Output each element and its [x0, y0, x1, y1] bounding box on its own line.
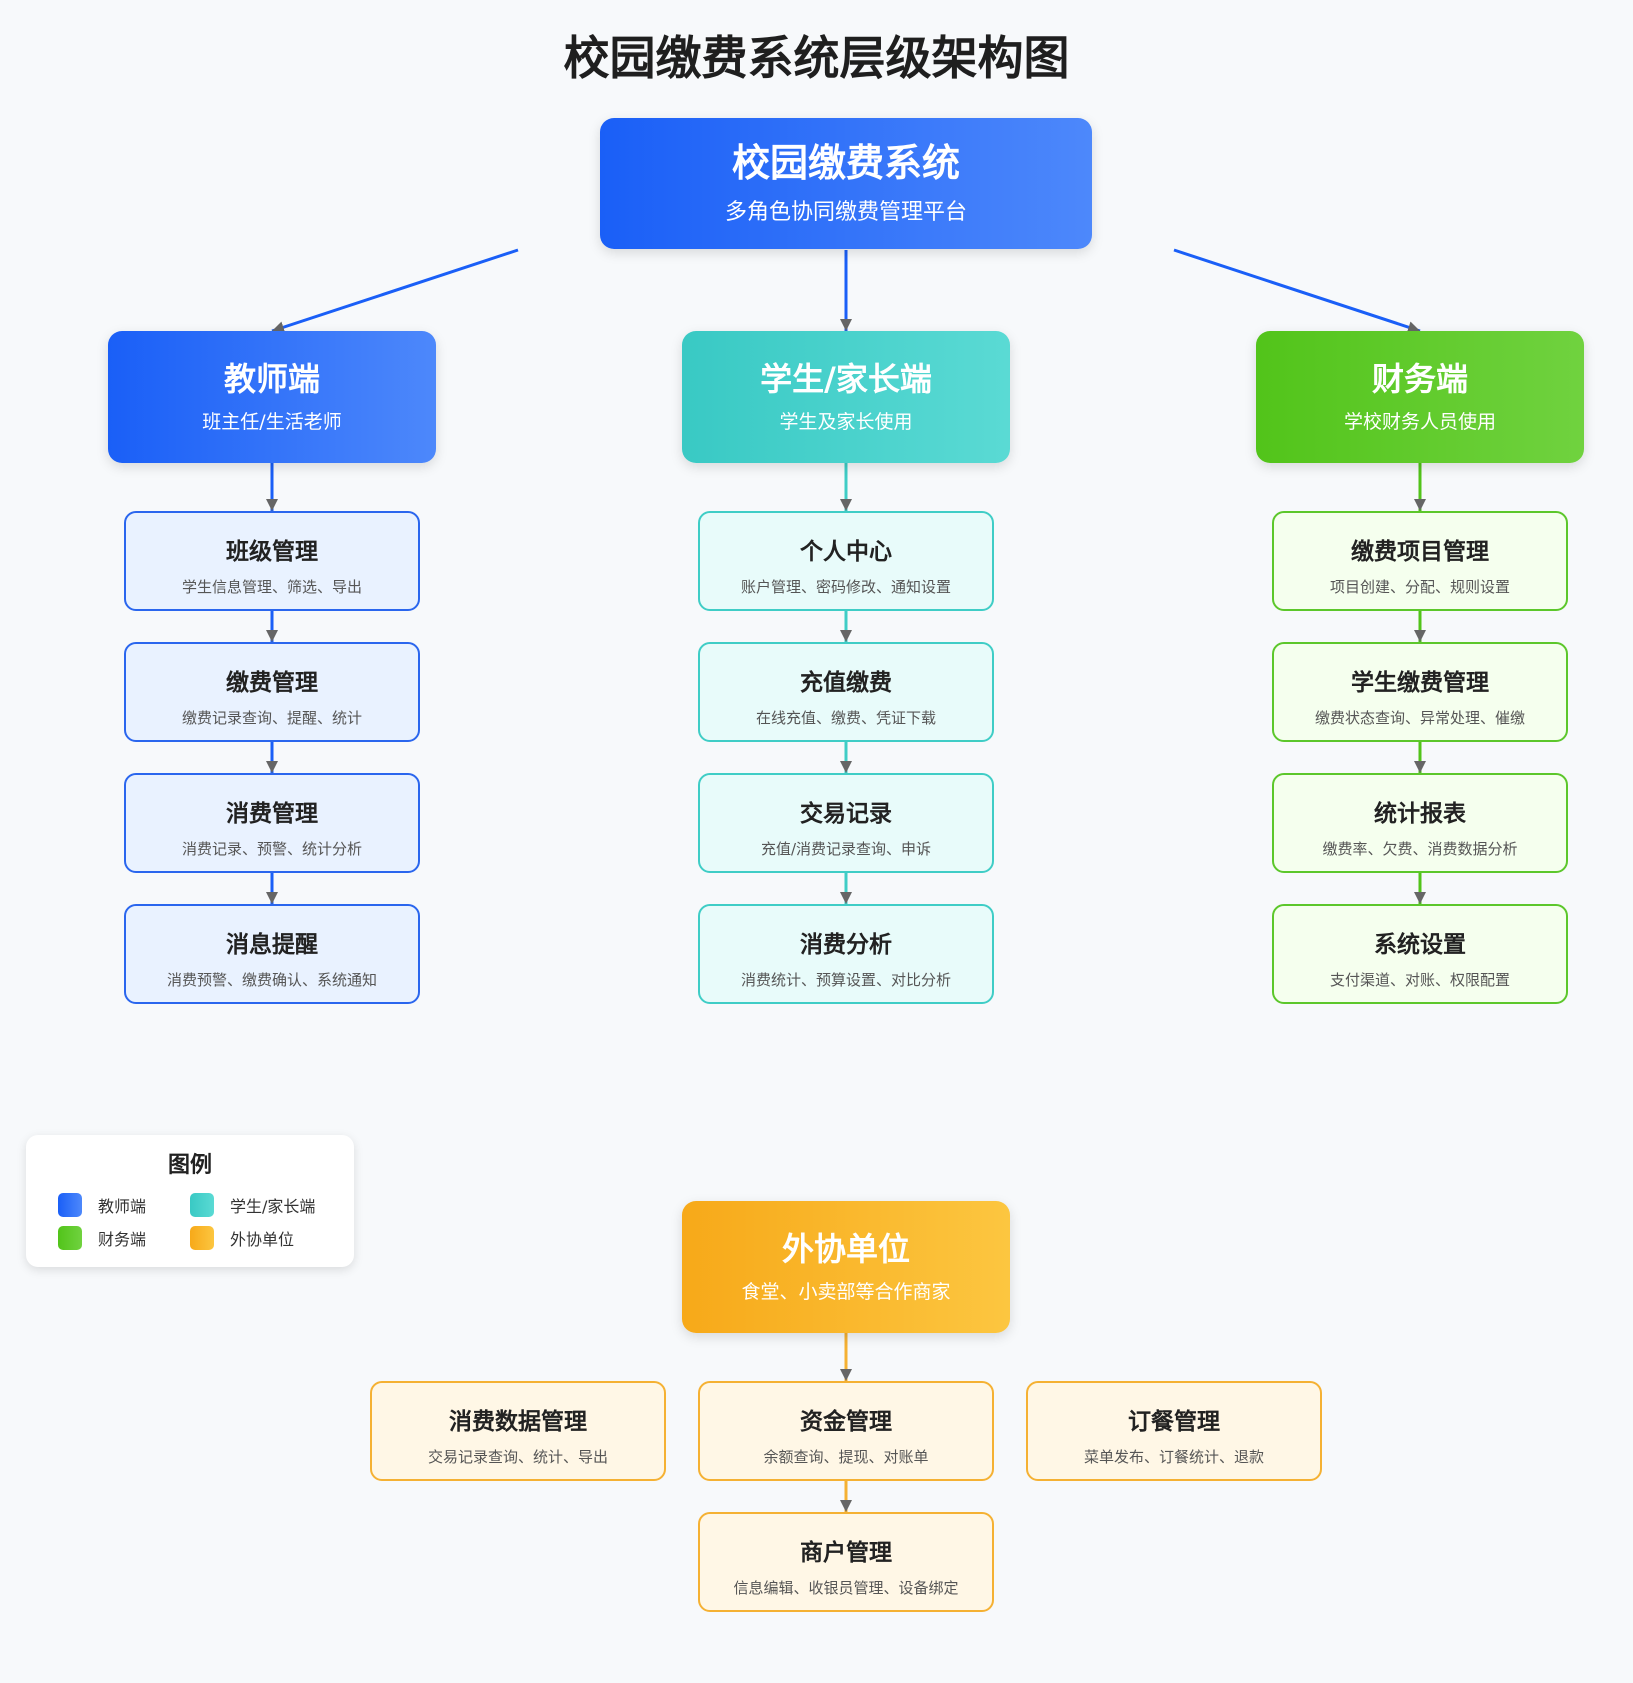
root-to-finance-arrow [1173, 248, 1421, 333]
root-node: 校园缴费系统 多角色协同缴费管理平台 [600, 118, 1092, 249]
role-subtitle: 食堂、小卖部等合作商家 [741, 1280, 951, 1303]
feature-node: 班级管理 学生信息管理、筛选、导出 [124, 511, 420, 611]
feature-desc: 支付渠道、对账、权限配置 [1329, 970, 1510, 989]
feature-node: 资金管理 余额查询、提现、对账单 [698, 1381, 994, 1481]
legend-item-teacher: 教师端 [58, 1193, 146, 1217]
feature-name: 消费分析 [800, 931, 892, 958]
feature-node: 消费分析 消费统计、预算设置、对比分析 [698, 904, 994, 1004]
feature-name: 充值缴费 [800, 669, 892, 696]
feature-node: 学生缴费管理 缴费状态查询、异常处理、催缴 [1272, 642, 1568, 742]
student-role-node: 学生/家长端 学生及家长使用 [682, 331, 1010, 463]
role-subtitle: 学生及家长使用 [779, 410, 913, 433]
feature-node: 统计报表 缴费率、欠费、消费数据分析 [1272, 773, 1568, 873]
feature-node: 消费数据管理 交易记录查询、统计、导出 [370, 1381, 666, 1481]
legend-item-student: 学生/家长端 [190, 1193, 315, 1217]
role-name: 外协单位 [781, 1230, 910, 1269]
feature-name: 交易记录 [800, 800, 892, 827]
feature-desc: 交易记录查询、统计、导出 [427, 1447, 608, 1466]
teacher-role-node: 教师端 班主任/生活老师 [108, 331, 436, 463]
role-subtitle: 学校财务人员使用 [1343, 410, 1496, 433]
feature-desc: 在线充值、缴费、凭证下载 [755, 708, 936, 727]
feature-desc: 缴费记录查询、提醒、统计 [181, 708, 362, 727]
feature-name: 缴费管理 [226, 669, 318, 696]
legend-swatch [190, 1226, 214, 1250]
legend-label: 学生/家长端 [230, 1197, 316, 1216]
legend: 图例 教师端 学生/家长端 财务端 外协单位 [26, 1135, 354, 1267]
legend-label: 教师端 [98, 1197, 147, 1216]
legend-swatch [58, 1226, 82, 1250]
feature-desc: 学生信息管理、筛选、导出 [181, 577, 362, 596]
feature-desc: 项目创建、分配、规则设置 [1329, 577, 1510, 596]
legend-swatch [58, 1193, 82, 1217]
root-subtitle: 多角色协同缴费管理平台 [724, 200, 967, 226]
legend-label: 财务端 [98, 1230, 147, 1249]
feature-node: 缴费管理 缴费记录查询、提醒、统计 [124, 642, 420, 742]
feature-node: 个人中心 账户管理、密码修改、通知设置 [698, 511, 994, 611]
feature-desc: 消费统计、预算设置、对比分析 [740, 970, 951, 989]
feature-desc: 消费预警、缴费确认、系统通知 [166, 970, 377, 989]
legend-label: 外协单位 [230, 1230, 295, 1249]
feature-node: 交易记录 充值/消费记录查询、申诉 [698, 773, 994, 873]
feature-desc: 账户管理、密码修改、通知设置 [740, 577, 951, 596]
role-name: 教师端 [223, 360, 320, 399]
feature-name: 系统设置 [1374, 931, 1466, 958]
role-name: 财务端 [1371, 360, 1468, 399]
feature-node: 订餐管理 菜单发布、订餐统计、退款 [1026, 1381, 1322, 1481]
feature-node: 充值缴费 在线充值、缴费、凭证下载 [698, 642, 994, 742]
feature-name: 消费管理 [226, 800, 318, 827]
legend-item-finance: 财务端 [58, 1226, 146, 1250]
feature-name: 商户管理 [800, 1539, 892, 1566]
feature-name: 学生缴费管理 [1351, 669, 1489, 696]
feature-desc: 缴费状态查询、异常处理、催缴 [1314, 708, 1525, 727]
root-name: 校园缴费系统 [731, 140, 960, 185]
feature-node: 缴费项目管理 项目创建、分配、规则设置 [1272, 511, 1568, 611]
legend-swatch [190, 1193, 214, 1217]
feature-node: 消息提醒 消费预警、缴费确认、系统通知 [124, 904, 420, 1004]
root-to-teacher-arrow [271, 248, 519, 333]
diagram-title: 校园缴费系统层级架构图 [563, 31, 1070, 85]
feature-name: 订餐管理 [1128, 1408, 1220, 1435]
feature-name: 消费数据管理 [449, 1408, 587, 1435]
finance-role-node: 财务端 学校财务人员使用 [1256, 331, 1584, 463]
feature-desc: 信息编辑、收银员管理、设备绑定 [733, 1578, 959, 1597]
feature-node: 系统设置 支付渠道、对账、权限配置 [1272, 904, 1568, 1004]
feature-name: 消息提醒 [226, 931, 318, 958]
feature-desc: 余额查询、提现、对账单 [763, 1447, 929, 1466]
feature-name: 缴费项目管理 [1351, 538, 1489, 565]
feature-name: 统计报表 [1374, 800, 1466, 827]
feature-name: 个人中心 [800, 538, 892, 565]
partner-role-node: 外协单位 食堂、小卖部等合作商家 [682, 1201, 1010, 1333]
feature-node: 商户管理 信息编辑、收银员管理、设备绑定 [698, 1512, 994, 1612]
legend-item-partner: 外协单位 [190, 1226, 294, 1250]
legend-title: 图例 [167, 1153, 212, 1178]
feature-node: 消费管理 消费记录、预警、统计分析 [124, 773, 420, 873]
feature-desc: 缴费率、欠费、消费数据分析 [1322, 839, 1518, 858]
feature-desc: 菜单发布、订餐统计、退款 [1083, 1447, 1264, 1466]
feature-name: 资金管理 [800, 1408, 892, 1435]
role-name: 学生/家长端 [760, 360, 932, 399]
role-subtitle: 班主任/生活老师 [202, 410, 342, 433]
feature-desc: 消费记录、预警、统计分析 [181, 839, 362, 858]
feature-name: 班级管理 [226, 538, 318, 565]
feature-desc: 充值/消费记录查询、申诉 [760, 839, 932, 858]
